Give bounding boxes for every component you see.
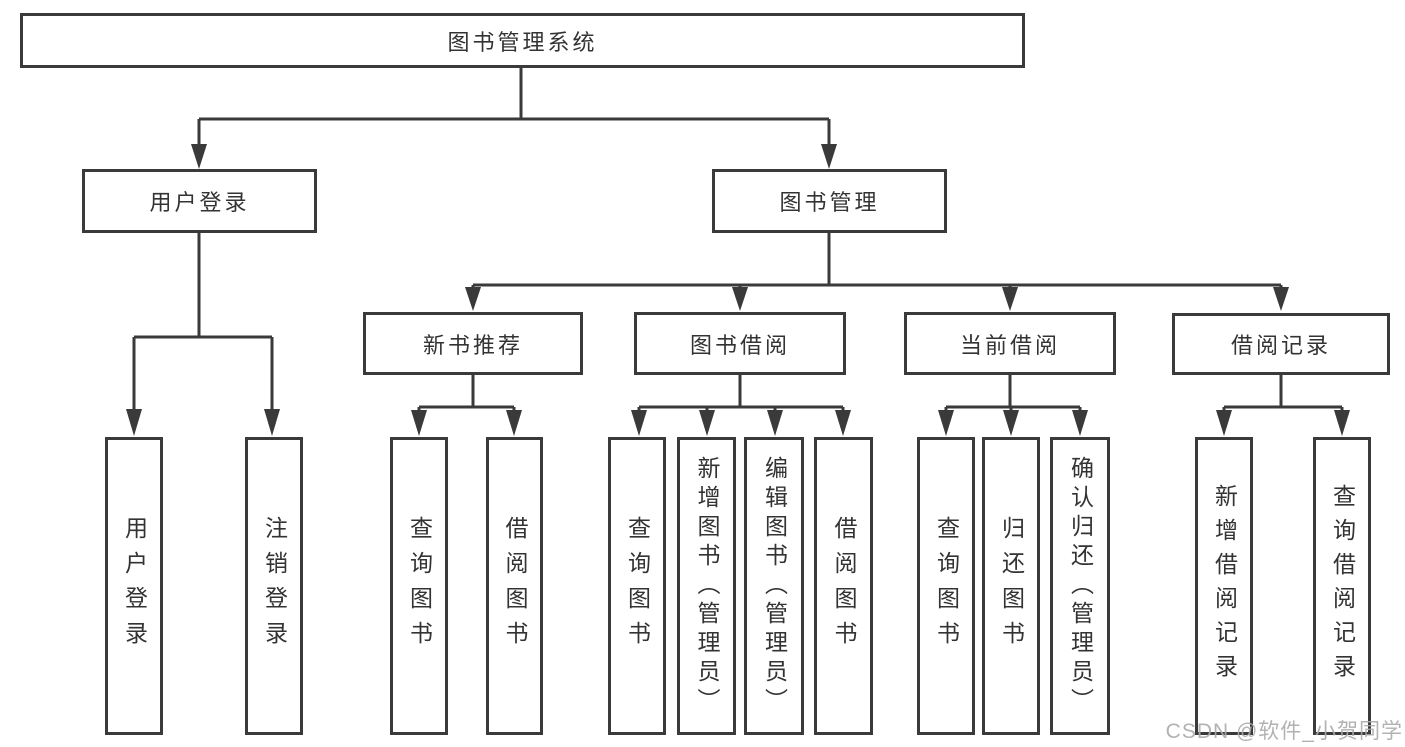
node-label: 查询图书	[406, 516, 433, 656]
node-label: 查询借阅记录	[1329, 484, 1356, 688]
arrow-icon	[126, 409, 142, 436]
leaf-add-books-admin: 新增图书（管理员）	[677, 437, 736, 735]
leaf-edit-books-admin: 编辑图书（管理员）	[744, 437, 804, 735]
leaf-query-books-newbooks: 查询图书	[390, 437, 448, 735]
node-book-borrowing: 图书借阅	[634, 312, 846, 375]
node-label: 查询图书	[624, 516, 651, 656]
node-label: 编辑图书（管理员）	[761, 455, 788, 717]
connector-borrowing-records-children	[1222, 375, 1344, 413]
node-current-borrowing: 当前借阅	[904, 312, 1116, 375]
node-label: 借阅图书	[831, 516, 857, 656]
arrow-icon	[821, 144, 837, 169]
arrow-icon	[699, 410, 715, 436]
node-book-management: 图书管理	[712, 169, 947, 233]
node-label: 用户登录	[121, 516, 148, 656]
node-label: 新增图书（管理员）	[694, 455, 720, 717]
leaf-borrow-books: 借阅图书	[814, 437, 873, 735]
arrow-icon	[767, 410, 783, 436]
node-borrowing-records: 借阅记录	[1172, 313, 1390, 375]
node-label: 图书管理	[779, 190, 880, 215]
leaf-query-borrow-record: 查询借阅记录	[1313, 437, 1371, 735]
arrow-icon	[506, 410, 522, 436]
connector-user-login-children	[132, 233, 274, 412]
arrow-icon	[1072, 410, 1088, 436]
node-user-login: 用户登录	[82, 169, 317, 233]
arrow-icon	[631, 410, 647, 436]
leaf-add-borrow-record: 新增借阅记录	[1195, 437, 1253, 735]
connector-book-borrowing-children	[637, 375, 845, 413]
node-label: 图书管理系统	[447, 29, 598, 55]
leaf-query-books-borrowing: 查询图书	[608, 437, 666, 735]
arrow-icon	[835, 410, 851, 436]
node-new-book-recommend: 新书推荐	[363, 312, 583, 375]
connector-new-books-children	[417, 375, 516, 413]
arrow-icon	[1216, 410, 1232, 436]
node-label: 确认归还（管理员）	[1067, 455, 1094, 717]
arrow-icon	[1334, 410, 1350, 436]
connector-root-to-level2	[197, 68, 831, 146]
arrow-icon	[264, 409, 280, 436]
leaf-confirm-return-admin: 确认归还（管理员）	[1050, 437, 1110, 735]
arrow-icon	[732, 287, 748, 311]
leaf-borrow-books-newbooks: 借阅图书	[486, 437, 543, 735]
arrowheads	[126, 144, 1350, 436]
node-label: 归还图书	[998, 516, 1025, 656]
node-library-system: 图书管理系统	[20, 13, 1025, 68]
node-label: 图书借阅	[689, 332, 790, 358]
node-label: 查询图书	[933, 516, 960, 656]
arrow-icon	[465, 287, 481, 311]
arrow-icon	[1003, 410, 1019, 436]
leaf-return-books: 归还图书	[982, 437, 1040, 735]
arrow-icon	[1273, 287, 1289, 311]
connector-current-borrowing-children	[944, 375, 1082, 413]
node-label: 注销登录	[261, 516, 288, 656]
arrow-icon	[411, 410, 427, 436]
node-label: 借阅记录	[1230, 333, 1331, 358]
node-label: 用户登录	[149, 190, 250, 215]
watermark: CSDN @软件_小贺同学	[1165, 720, 1403, 743]
node-label: 当前借阅	[959, 332, 1060, 358]
node-label: 借阅图书	[502, 516, 528, 656]
arrow-icon	[191, 144, 207, 169]
connector-book-mgmt-children	[471, 233, 1283, 290]
arrow-icon	[1002, 287, 1018, 311]
leaf-logout: 注销登录	[245, 437, 303, 735]
node-label: 新增借阅记录	[1211, 484, 1238, 688]
arrow-icon	[938, 410, 954, 436]
node-label: 新书推荐	[422, 332, 523, 358]
leaf-query-books-current: 查询图书	[917, 437, 975, 735]
leaf-user-login: 用户登录	[105, 437, 163, 735]
